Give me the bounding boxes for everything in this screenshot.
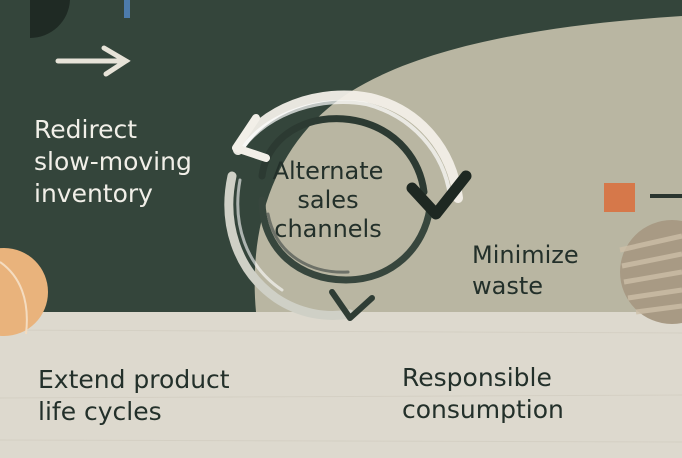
paper-texture [0,329,682,443]
dark-dash-decoration [650,194,682,198]
arrow-right-icon [55,45,131,77]
label-responsible-consumption: Responsible consumption [402,362,602,426]
peach-circle-line [0,261,28,335]
dark-circle-decoration [30,0,70,39]
label-line: Minimize [472,241,579,269]
label-line: channels [274,214,382,243]
cycle-arrows-icon [224,90,463,321]
label-extend-life-cycles: Extend product life cycles [38,364,278,428]
label-line: sales [297,185,359,214]
label-minimize-waste: Minimize waste [472,240,622,301]
label-line: Redirect [34,115,138,144]
dark-green-shape [0,0,682,312]
label-line: Alternate [272,157,384,185]
label-line: life cycles [38,397,162,426]
blue-stroke-decoration [124,0,130,18]
striped-circle-decoration [619,220,682,324]
label-line: waste [472,271,544,300]
checkmark-icon [406,170,472,220]
label-line: Responsible [402,363,552,392]
cream-band [0,312,682,458]
orange-square-decoration [604,183,635,212]
label-line: slow-moving [34,147,192,176]
peach-circle-decoration [0,248,48,336]
center-label-alternate-sales: Alternate sales channels [250,157,406,243]
label-line: Extend product [38,365,230,394]
label-line: inventory [34,179,153,208]
label-line: consumption [402,395,564,424]
label-redirect-inventory: Redirect slow-moving inventory [34,114,234,210]
